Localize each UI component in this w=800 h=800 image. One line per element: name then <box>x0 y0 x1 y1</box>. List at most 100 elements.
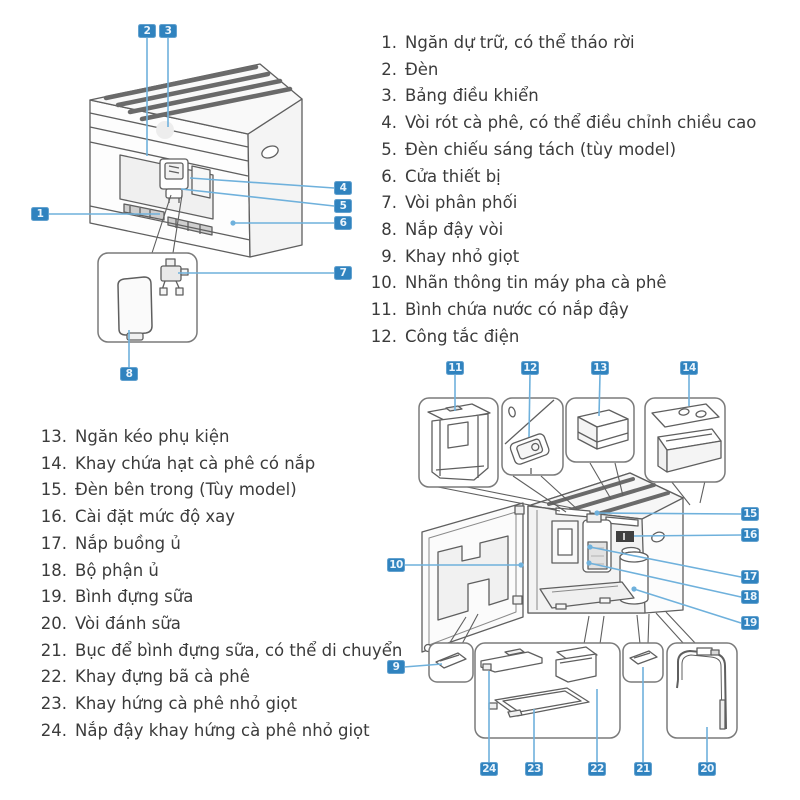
callout-14: 14 <box>680 361 698 375</box>
machine-open-view <box>422 463 705 652</box>
legend-item-label: Cửa thiết bị <box>405 166 501 186</box>
legend-item-label: Khay hứng cà phê nhỏ giọt <box>75 694 298 714</box>
legend-item-label: Công tắc điện <box>405 326 520 346</box>
legend-top: 1.Ngăn dự trữ, có thể tháo rời 2.Đèn 3.B… <box>358 30 788 350</box>
callout-23: 23 <box>525 762 543 776</box>
legend-item-number: 15. <box>40 480 67 500</box>
legend-item: 5. Đèn chiếu sáng tách (tùy model) <box>358 137 788 164</box>
legend-item-label: Cài đặt mức độ xay <box>75 507 236 527</box>
leader-end-dots <box>230 220 637 592</box>
legend-item: 8. Nắp đậy vòi <box>358 217 788 244</box>
nozzle-cover <box>118 277 152 340</box>
legend-item: 23. Khay hứng cà phê nhỏ giọt <box>28 691 438 718</box>
legend-item-label: Khay nhỏ giọt <box>405 246 520 266</box>
legend-item-number: 22. <box>40 667 67 687</box>
callout-leader-lines <box>48 38 741 762</box>
callout-17: 17 <box>741 570 759 584</box>
spout-detail-inset <box>98 253 197 342</box>
interior-parts <box>537 508 648 610</box>
legend-item: 22. Khay đựng bã cà phê <box>28 664 438 691</box>
callout-11: 11 <box>446 361 464 375</box>
top-vent-slats-2 <box>549 479 668 516</box>
legend-item-label: Nắp đậy vòi <box>405 219 504 239</box>
callout-22: 22 <box>588 762 606 776</box>
callout-10: 10 <box>387 558 405 572</box>
legend-item: 10. Nhãn thông tin máy pha cà phê <box>358 270 788 297</box>
side-handle <box>260 144 280 161</box>
legend-item-label: Ngăn kéo phụ kiện <box>75 427 230 446</box>
legend-item: 16. Cài đặt mức độ xay <box>28 504 438 531</box>
dispenser-nozzle <box>160 259 188 295</box>
legend-item-label: Vòi đánh sữa <box>75 613 181 633</box>
legend-item: 21. Bục để bình đựng sữa, có thể di chuyể… <box>28 638 438 665</box>
callout-12: 12 <box>521 361 539 375</box>
legend-item: 6. Cửa thiết bị <box>358 164 788 191</box>
legend-item: 24.Nắp đậy khay hứng cà phê nhỏ giọt <box>28 718 438 745</box>
legend-item-number: 21. <box>40 640 67 660</box>
callout-7: 7 <box>334 266 352 280</box>
legend-item: 19.Bình đựng sữa <box>28 584 438 611</box>
callout-9: 9 <box>387 660 405 674</box>
callout-16: 16 <box>741 528 759 542</box>
legend-item-number: 1. <box>381 33 397 52</box>
legend-item-number: 7. <box>381 193 397 213</box>
callout-5: 5 <box>334 199 352 213</box>
callout-2: 2 <box>138 24 156 38</box>
legend-item-number: 17. <box>40 533 67 553</box>
callout-8: 8 <box>120 367 138 381</box>
legend-item-label: Khay chứa hạt cà phê có nắp <box>75 453 316 473</box>
funnel-leaders <box>438 463 705 644</box>
legend-item-number: 19. <box>40 587 67 607</box>
legend-item: 18.Bộ phận ủ <box>28 558 438 585</box>
brewing-unit <box>583 514 611 572</box>
legend-bottom: 13. Ngăn kéo phụ kiện 14.Khay chứa hạt cà… <box>28 424 438 744</box>
legend-item-number: 18. <box>40 560 67 580</box>
legend-item: 12. Công tắc điện <box>358 324 788 351</box>
legend-item-label: Khay đựng bã cà phê <box>75 667 250 687</box>
legend-item-number: 24. <box>40 720 67 740</box>
legend-item-label: Đèn chiếu sáng tách (tùy model) <box>405 139 677 159</box>
callout-1: 1 <box>31 207 49 221</box>
legend-item-label: Nhãn thông tin máy pha cà phê <box>405 273 667 293</box>
callout-18: 18 <box>741 590 759 604</box>
part-box-accessory-drawer <box>566 398 634 462</box>
legend-item-number: 12. <box>370 326 397 346</box>
part-box-milk-tube <box>667 643 737 738</box>
drip-tray <box>489 688 589 717</box>
part-box-drip-tray-small <box>429 643 473 682</box>
callout-24: 24 <box>480 762 498 776</box>
legend-item-number: 9. <box>381 246 397 266</box>
legend-item-number: 23. <box>40 694 67 714</box>
callout-6: 6 <box>334 216 352 230</box>
panel-light <box>156 121 174 139</box>
grind-setting-dial <box>616 531 634 542</box>
callout-20: 20 <box>698 762 716 776</box>
legend-item: 2.Đèn <box>358 57 788 84</box>
legend-item-label: Bục để bình đựng sữa, có thể di chuyển <box>75 640 403 660</box>
legend-item-number: 2. <box>381 59 397 79</box>
legend-item: 13. Ngăn kéo phụ kiện <box>28 424 438 451</box>
legend-item-number: 5. <box>381 139 397 159</box>
side-handle-2 <box>650 530 665 543</box>
legend-item: 14.Khay chứa hạt cà phê có nắp <box>28 451 438 478</box>
legend-item-number: 4. <box>381 113 397 133</box>
legend-item: 4. Vòi rót cà phê, có thể điều chỉnh chiề… <box>358 110 788 137</box>
part-box-tray-group <box>475 643 620 738</box>
part-box-power-switch <box>502 398 563 475</box>
legend-item-number: 6. <box>381 166 397 186</box>
legend-item: 11.Bình chứa nước có nắp đậy <box>358 297 788 324</box>
part-box-bean-container <box>645 398 725 482</box>
appliance-door <box>422 503 524 652</box>
callout-4: 4 <box>334 181 352 195</box>
legend-item-number: 13. <box>40 427 67 446</box>
legend-item-number: 11. <box>370 300 397 320</box>
callout-13: 13 <box>591 361 609 375</box>
legend-item: 9. Khay nhỏ giọt <box>358 244 788 271</box>
legend-item-number: 8. <box>381 219 397 239</box>
legend-item-number: 16. <box>40 507 67 527</box>
machine-front-view <box>90 64 302 257</box>
grounds-container <box>556 647 597 682</box>
legend-item-number: 10. <box>370 273 397 293</box>
legend-item-label: Vòi rót cà phê, có thể điều chỉnh chiều … <box>405 113 757 133</box>
